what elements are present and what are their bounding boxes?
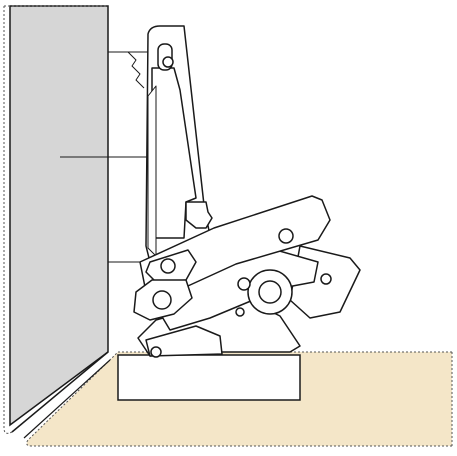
linkage-foot — [145, 325, 223, 357]
base-panel-bottom-edge — [26, 351, 452, 447]
hinge-cup-arm — [108, 25, 213, 263]
linkage-foot-pin — [150, 346, 162, 358]
linkage-large-pin — [258, 280, 282, 304]
linkage-upper-pin — [278, 228, 294, 244]
side-panel-body — [9, 5, 109, 427]
hinge-linkage — [133, 195, 361, 358]
linkage-mid-pin — [237, 277, 251, 291]
base-panel-inner-edge — [11, 351, 109, 433]
linkage-cup-pin — [160, 258, 176, 274]
cup-zigzag — [127, 51, 145, 89]
arm-clip — [185, 201, 213, 229]
linkage-back-hole — [320, 273, 332, 285]
linkage-small-pin — [235, 307, 245, 317]
mounting-plate — [117, 354, 301, 401]
arm-face — [147, 85, 157, 257]
base-panel-front-edge — [23, 359, 111, 439]
linkage-swing-pin — [152, 290, 172, 310]
side-panel-outer-edge — [3, 6, 13, 434]
side-panel — [3, 5, 109, 434]
arm-slot-screw — [162, 56, 174, 68]
